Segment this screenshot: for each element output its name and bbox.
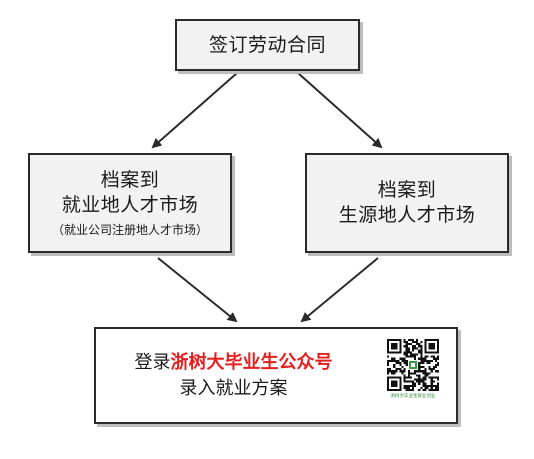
arrow-left-to-bottom [157, 257, 238, 323]
node-bottom-text: 登录浙树大毕业生公众号 录入就业方案 [116, 350, 351, 402]
node-sign-contract-label: 签订劳动合同 [208, 33, 326, 56]
node-origin-talent-market: 档案到 生源地人才市场 [305, 153, 509, 253]
qr-caption: 浙树大毕业生就业创业 [390, 394, 436, 399]
node-bottom-line1: 登录浙树大毕业生公众号 [135, 350, 333, 376]
node-bottom-prefix: 登录 [134, 351, 171, 373]
node-bottom-line2: 录入就业方案 [179, 377, 288, 399]
node-right-line1: 档案到 [377, 179, 437, 201]
node-left-note: （就业公司注册地人才市场） [51, 222, 208, 237]
wechat-account-name: 浙树大毕业生公众号 [170, 351, 333, 373]
arrow-top-to-left [151, 72, 238, 149]
node-left-line1: 档案到 [100, 168, 160, 191]
arrow-top-to-right [297, 72, 383, 149]
qr-code-block: 浙树大毕业生就业创业 [378, 339, 448, 400]
node-register-employment-plan: 登录浙树大毕业生公众号 录入就业方案 浙树大毕业生就业创业 [94, 327, 458, 424]
node-sign-contract: 签订劳动合同 [175, 19, 360, 71]
qr-code-icon [387, 339, 439, 391]
node-left-line2: 就业地人才市场 [61, 193, 199, 216]
node-right-line2: 生源地人才市场 [338, 204, 476, 226]
node-employment-talent-market: 档案到 就业地人才市场 （就业公司注册地人才市场） [28, 153, 232, 253]
arrow-right-to-bottom [300, 257, 379, 323]
